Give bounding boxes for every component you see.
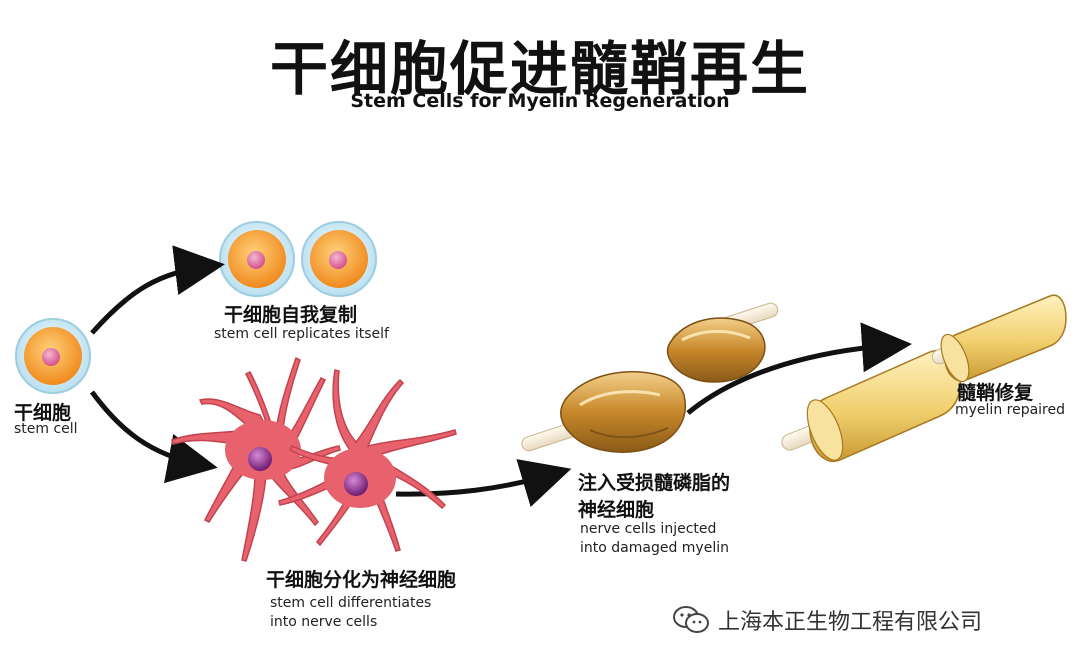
repaired-myelin-icon [781, 294, 1067, 463]
arrow-to-replication [90, 245, 225, 335]
injection-label-en-line2: into damaged myelin [580, 540, 729, 556]
differentiation-label-cn: 干细胞分化为神经细胞 [266, 569, 457, 591]
repair-label-cn: 髓鞘修复 [957, 382, 1034, 404]
differentiation-label-en-line1: stem cell differentiates [270, 595, 432, 611]
replicated-cell-icon-2 [301, 221, 377, 297]
replication-label-cn: 干细胞自我复制 [224, 304, 358, 326]
arrow-to-differentiation [89, 390, 218, 484]
stem-cell-label-cn: 干细胞 [14, 402, 72, 424]
nerve-nucleus-icon-1 [248, 447, 272, 471]
page-title: 干细胞促进髓鞘再生 [269, 35, 810, 103]
replication-label-en: stem cell replicates itself [214, 326, 389, 342]
arrow-to-injection [395, 459, 572, 507]
stem-cell-label-en: stem cell [14, 421, 78, 437]
replicated-cell-icon-1 [219, 221, 295, 297]
nerve-nucleus-icon-2 [344, 472, 368, 496]
repair-label-en: myelin repaired [955, 402, 1066, 418]
injection-label-en-line1: nerve cells injected [580, 521, 717, 537]
stem-cell-icon [15, 318, 91, 394]
wechat-icon [673, 606, 709, 633]
damaged-myelin-icon [521, 302, 779, 453]
watermark: 上海本正生物工程有限公司 [672, 604, 982, 636]
arrow-to-repair [686, 322, 912, 415]
differentiation-label-en-line2: into nerve cells [270, 614, 378, 630]
injection-label-cn-line1: 注入受损髓磷脂的 [578, 472, 731, 494]
injection-label-cn-line2: 神经细胞 [578, 499, 655, 521]
watermark-text: 上海本正生物工程有限公司 [718, 610, 983, 635]
page-subtitle: Stem Cells for Myelin Regeneration [350, 90, 730, 112]
